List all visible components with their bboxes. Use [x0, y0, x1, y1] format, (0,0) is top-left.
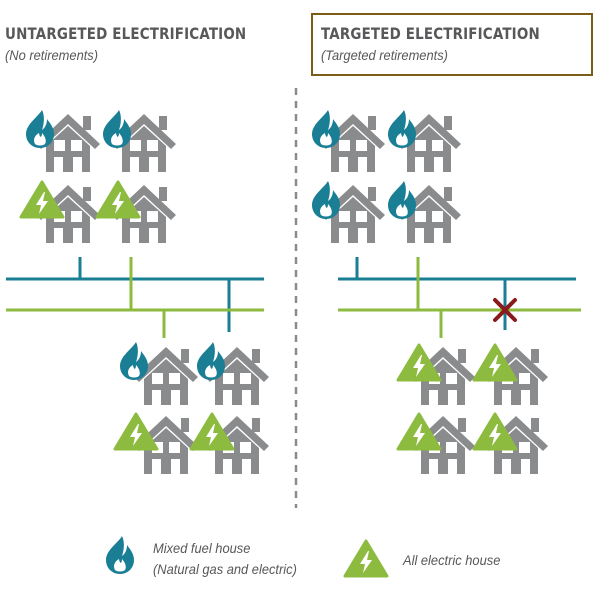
right-gas-line: [338, 257, 576, 330]
untargeted-title: UNTARGETED ELECTRIFICATION: [5, 24, 247, 43]
x-mark-icon: [493, 298, 517, 322]
legend-electric-label: All electric house: [403, 552, 501, 568]
legend-lightning-triangle-icon: [343, 539, 389, 578]
flame-icon: [388, 181, 416, 219]
flame-icon: [312, 181, 340, 219]
left-electric-line: [6, 257, 264, 338]
right-electric-line: [338, 257, 581, 338]
flame-icon: [312, 110, 340, 148]
legend-mixed-sublabel: (Natural gas and electric): [153, 561, 297, 577]
left-gas-line: [6, 257, 264, 332]
targeted-subtitle: (Targeted retirements): [321, 47, 448, 63]
flame-icon: [120, 342, 148, 380]
legend-mixed-label: Mixed fuel house: [153, 540, 251, 556]
targeted-highlight-box: [311, 13, 593, 76]
targeted-title: TARGETED ELECTRIFICATION: [321, 24, 540, 43]
flame-icon: [26, 110, 54, 148]
untargeted-subtitle: (No retirements): [5, 47, 99, 63]
flame-icon: [388, 110, 416, 148]
legend-flame-icon: [106, 536, 134, 574]
flame-icon: [103, 110, 131, 148]
flame-icon: [197, 342, 225, 380]
